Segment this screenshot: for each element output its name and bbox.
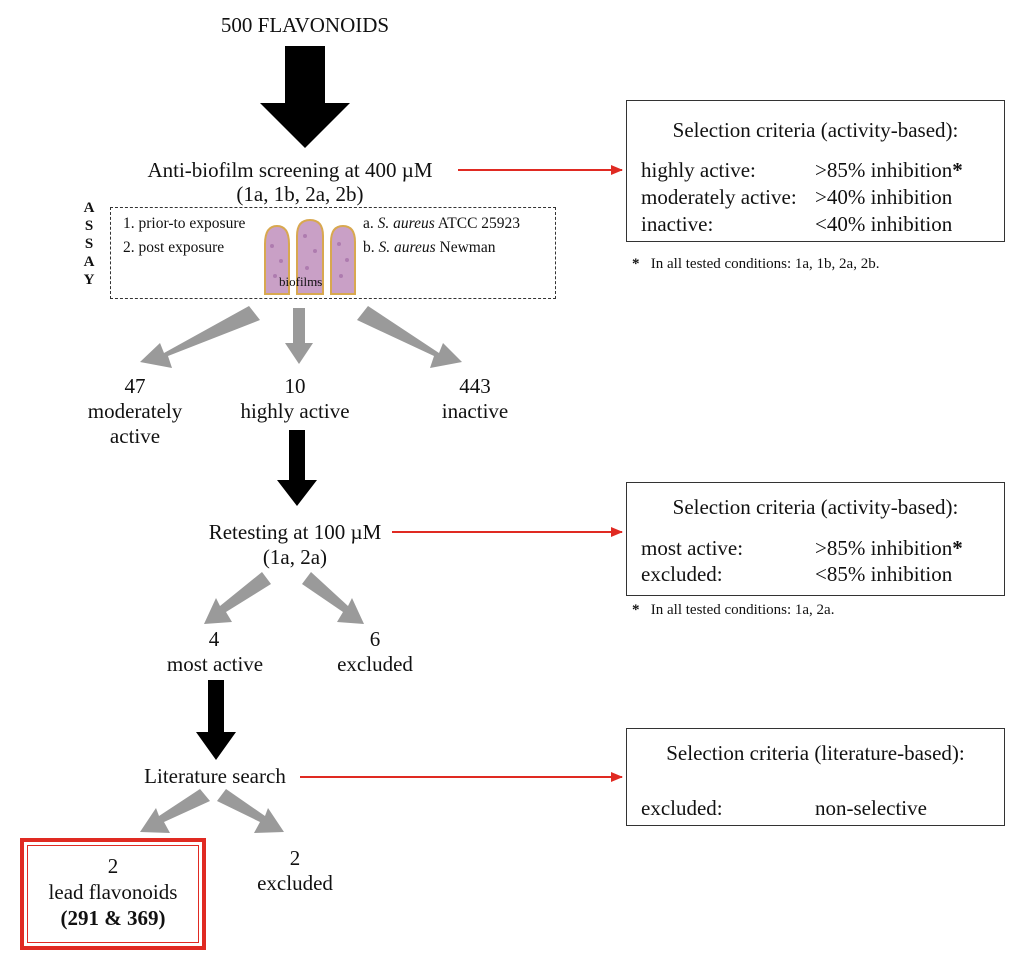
gray-arrow-left-2: [204, 572, 271, 624]
gray-arrow-right-2: [302, 572, 364, 624]
biofilms-label: biofilms: [279, 274, 323, 289]
box1-row2-label: moderately active:: [641, 185, 797, 209]
result-highly-count: 10: [284, 374, 306, 398]
result-inactive-count: 443: [459, 374, 491, 398]
lead-count: 2: [107, 854, 119, 878]
big-down-arrow: [260, 46, 350, 148]
box2-row2-label: excluded:: [641, 562, 723, 586]
result-excluded-label-3: excluded: [257, 871, 333, 895]
lead-label: lead flavonoids: [48, 880, 178, 904]
gray-arrow-right-1: [357, 306, 462, 368]
result-excluded-label-2: excluded: [337, 652, 413, 676]
top-title: 500 FLAVONOIDS: [220, 13, 390, 37]
result-excluded-count-2: 6: [369, 627, 381, 651]
box1-row2-value: >40% inhibition: [815, 185, 953, 209]
box1-row1-value: >85% inhibition*: [815, 158, 963, 182]
result-most-active-count: 4: [208, 627, 220, 651]
box2-title: Selection criteria (activity-based):: [672, 495, 959, 519]
box3-title: Selection criteria (literature-based):: [666, 741, 965, 765]
assay-item-prior: 1. prior-to exposure: [123, 215, 246, 232]
biofilms-illustration: [264, 218, 356, 295]
box1-title: Selection criteria (activity-based):: [672, 118, 959, 142]
assay-item-post: 2. post exposure: [123, 239, 225, 256]
assay-box: 1. prior-to exposure 2. post exposure a.…: [110, 207, 556, 299]
assay-vertical-label: A S S A Y: [83, 200, 95, 288]
screening-line2: (1a, 1b, 2a, 2b): [236, 182, 364, 206]
criteria-box-activity-2: Selection criteria (activity-based): mos…: [626, 482, 1005, 596]
criteria-box-literature: Selection criteria (literature-based): e…: [626, 728, 1005, 826]
retest-line2: (1a, 2a): [262, 545, 328, 569]
box3-row-label: excluded:: [641, 796, 723, 820]
result-highly-label: highly active: [240, 399, 350, 423]
box1-row1-label: highly active:: [641, 158, 756, 182]
result-most-active-label: most active: [166, 652, 264, 676]
screening-line1: Anti-biofilm screening at 400 µM: [147, 158, 433, 182]
gray-arrow-mid-1: [285, 308, 313, 364]
criteria-box-activity-1: Selection criteria (activity-based): hig…: [626, 100, 1005, 242]
result-moderately-label1: moderately: [87, 399, 183, 423]
result-moderately-count: 47: [124, 374, 146, 398]
result-inactive-label: inactive: [441, 399, 509, 423]
box1-row3-value: <40% inhibition: [815, 212, 953, 236]
gray-arrow-left-3: [140, 789, 210, 833]
gray-arrow-right-3: [217, 789, 284, 833]
black-arrow-2: [277, 430, 317, 506]
result-excluded-count-3: 2: [289, 846, 301, 870]
box2-row1-value: >85% inhibition*: [815, 536, 963, 560]
retest-line1: Retesting at 100 µM: [208, 520, 382, 544]
box1-note: * In all tested conditions: 1a, 1b, 2a, …: [632, 256, 880, 272]
black-arrow-3: [196, 680, 236, 760]
literature-search: Literature search: [144, 764, 286, 788]
assay-strain-b: b. S. aureus Newman: [363, 239, 496, 256]
box3-row-value: non-selective: [815, 796, 927, 820]
box2-row2-value: <85% inhibition: [815, 562, 953, 586]
result-moderately-label2: active: [109, 424, 161, 448]
lead-flavonoids-box: 2 lead flavonoids (291 & 369): [20, 838, 206, 950]
box2-note: * In all tested conditions: 1a, 2a.: [632, 602, 835, 618]
box1-row3-label: inactive:: [641, 212, 714, 236]
gray-arrow-left-1: [140, 306, 260, 368]
assay-strain-a: a. S. aureus ATCC 25923: [363, 215, 521, 232]
lead-ids: (291 & 369): [60, 906, 166, 930]
box2-row1-label: most active:: [641, 536, 744, 560]
